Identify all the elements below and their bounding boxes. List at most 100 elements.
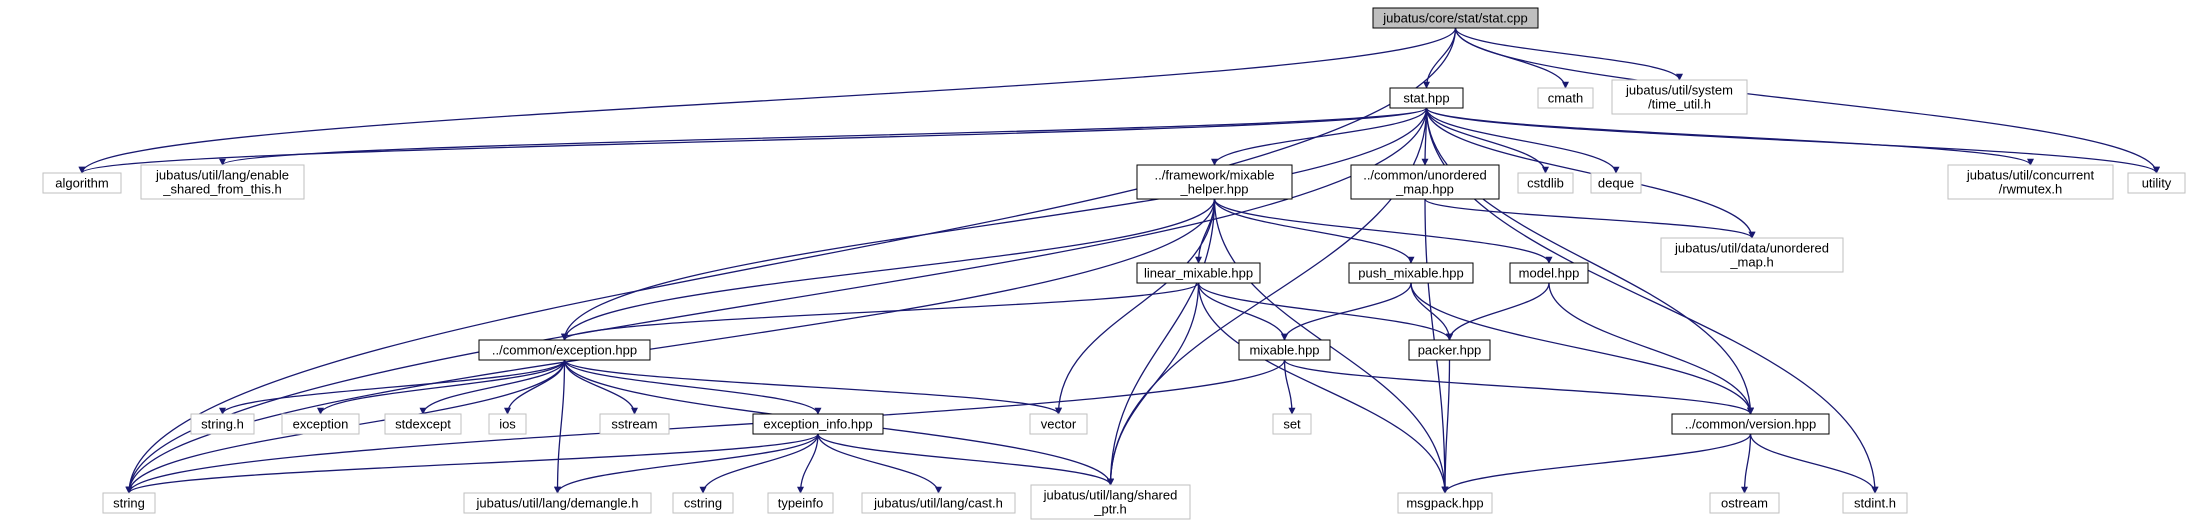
edge-exception_hpp-to-stdexcept: [419, 359, 566, 415]
node-label: jubatus/util/data/unordered: [1674, 241, 1829, 256]
edge-mixable_helper-to-string: [125, 198, 1216, 494]
edge-linear_mixable-to-msgpack: [1197, 282, 1449, 494]
nodes-layer: jubatus/core/stat/stat.cpp stat.hpp cmath j…: [42, 7, 2186, 520]
edge-exception_info-to-string: [125, 433, 819, 494]
node-exception_hpp[interactable]: ../common/exception.hpp: [478, 339, 651, 361]
node-box: [1509, 262, 1589, 284]
node-version_hpp[interactable]: ../common/version.hpp: [1671, 413, 1830, 435]
edge-exception_hpp-to-string_h: [219, 359, 566, 415]
node-mixable_hpp[interactable]: mixable.hpp: [1238, 339, 1331, 361]
node-label: sstream: [611, 417, 657, 432]
node-label: algorithm: [55, 176, 108, 191]
edge-version_hpp-to-stdint: [1749, 433, 1879, 494]
node-sstream: sstream: [599, 413, 670, 435]
edge-root-to-time_util: [1454, 27, 1683, 81]
edge-linear_mixable-to-mixable_hpp: [1197, 282, 1288, 341]
node-stat_hpp[interactable]: stat.hpp: [1389, 87, 1464, 109]
node-box: [1029, 413, 1088, 435]
node-box: [1660, 237, 1844, 273]
edge-exception_info-to-demangle: [554, 433, 819, 494]
node-box: [1537, 87, 1594, 109]
node-box: [384, 413, 462, 435]
node-label: /time_util.h: [1648, 97, 1711, 112]
node-demangle: jubatus/util/lang/demangle.h: [463, 492, 652, 514]
node-label: cmath: [1548, 91, 1583, 106]
node-box: [1136, 262, 1261, 284]
node-label: stat.hpp: [1403, 91, 1449, 106]
node-shared_ptr: jubatus/util/lang/shared_ptr.h: [1030, 484, 1191, 520]
node-label: msgpack.hpp: [1406, 496, 1483, 511]
node-box: [1350, 164, 1500, 200]
node-data_unordered: jubatus/util/data/unordered_map.h: [1660, 237, 1844, 273]
node-label: jubatus/util/lang/shared: [1043, 488, 1178, 503]
node-box: [1611, 79, 1748, 115]
edge-unordered_map_hpp-to-data_unordered: [1424, 198, 1756, 239]
edge-mixable_helper-to-model_hpp: [1213, 198, 1553, 264]
edge-mixable_hpp-to-string: [125, 359, 1286, 494]
edge-version_hpp-to-msgpack: [1441, 433, 1752, 494]
edge-stat_hpp-to-version_hpp: [1425, 107, 1754, 415]
node-label: set: [1283, 417, 1301, 432]
node-box: [1671, 413, 1830, 435]
node-label: packer.hpp: [1418, 343, 1482, 358]
node-label: ../framework/mixable: [1155, 168, 1275, 183]
edge-packer_hpp-to-msgpack: [1441, 359, 1451, 494]
node-box: [1709, 492, 1780, 514]
node-push_mixable[interactable]: push_mixable.hpp: [1348, 262, 1474, 284]
node-label: jubatus/core/stat/stat.cpp: [1382, 11, 1528, 26]
node-label: _shared_from_this.h: [162, 182, 282, 197]
node-exception: exception: [281, 413, 360, 435]
edge-mixable_helper-to-push_mixable: [1213, 198, 1415, 264]
node-label: jubatus/util/lang/cast.h: [873, 496, 1003, 511]
node-label: jubatus/util/lang/enable: [155, 168, 289, 183]
node-unordered_map_hpp[interactable]: ../common/unordered_map.hpp: [1350, 164, 1500, 200]
node-box: [1238, 339, 1331, 361]
edge-exception_info-to-cstring: [699, 433, 819, 494]
node-label: linear_mixable.hpp: [1144, 266, 1253, 281]
node-label: mixable.hpp: [1249, 343, 1319, 358]
edge-linear_mixable-to-packer_hpp: [1197, 282, 1453, 341]
node-box: [478, 339, 651, 361]
node-label: ../common/exception.hpp: [492, 343, 637, 358]
node-box: [1590, 172, 1642, 194]
node-box: [1389, 87, 1464, 109]
edge-root-to-stat_hpp: [1423, 27, 1457, 89]
node-box: [752, 413, 884, 435]
edge-exception_info-to-cast_h: [817, 433, 942, 494]
node-string_h: string.h: [190, 413, 255, 435]
edge-stat_hpp-to-enable_shared: [219, 107, 1428, 166]
node-label: jubatus/util/system: [1625, 83, 1733, 98]
edge-model_hpp-to-version_hpp: [1548, 282, 1754, 415]
edge-mixable_hpp-to-version_hpp: [1283, 359, 1754, 415]
edge-stat_hpp-to-cstdlib: [1425, 107, 1549, 174]
node-root[interactable]: jubatus/core/stat/stat.cpp: [1372, 7, 1539, 29]
edge-push_mixable-to-version_hpp: [1410, 282, 1754, 415]
node-label: jubatus/util/concurrent: [1966, 168, 2095, 183]
edge-stat_hpp-to-deque: [1425, 107, 1620, 174]
node-label: jubatus/util/lang/demangle.h: [476, 496, 639, 511]
edge-mixable_helper-to-vector: [1055, 198, 1216, 415]
edge-root-to-utility: [1454, 27, 2160, 174]
edge-stat_hpp-to-exception_hpp: [561, 107, 1428, 341]
node-model_hpp[interactable]: model.hpp: [1509, 262, 1589, 284]
node-label: stdint.h: [1854, 496, 1896, 511]
node-cmath: cmath: [1537, 87, 1594, 109]
node-linear_mixable[interactable]: linear_mixable.hpp: [1136, 262, 1261, 284]
node-packer_hpp[interactable]: packer.hpp: [1408, 339, 1491, 361]
node-label: string: [113, 496, 145, 511]
node-label: /rwmutex.h: [1999, 182, 2063, 197]
node-mixable_helper[interactable]: ../framework/mixable_helper.hpp: [1136, 164, 1293, 200]
node-box: [1030, 484, 1191, 520]
node-exception_info[interactable]: exception_info.hpp: [752, 413, 884, 435]
node-box: [42, 172, 122, 194]
edge-stat_hpp-to-algorithm: [78, 107, 1428, 174]
node-box: [190, 413, 255, 435]
edges-layer: [78, 27, 2160, 494]
node-label: deque: [1598, 176, 1634, 191]
node-label: string.h: [201, 417, 244, 432]
node-box: [672, 492, 734, 514]
node-box: [281, 413, 360, 435]
node-deque: deque: [1590, 172, 1642, 194]
node-box: [1517, 172, 1574, 194]
edge-mixable_helper-to-shared_ptr: [1107, 198, 1216, 486]
